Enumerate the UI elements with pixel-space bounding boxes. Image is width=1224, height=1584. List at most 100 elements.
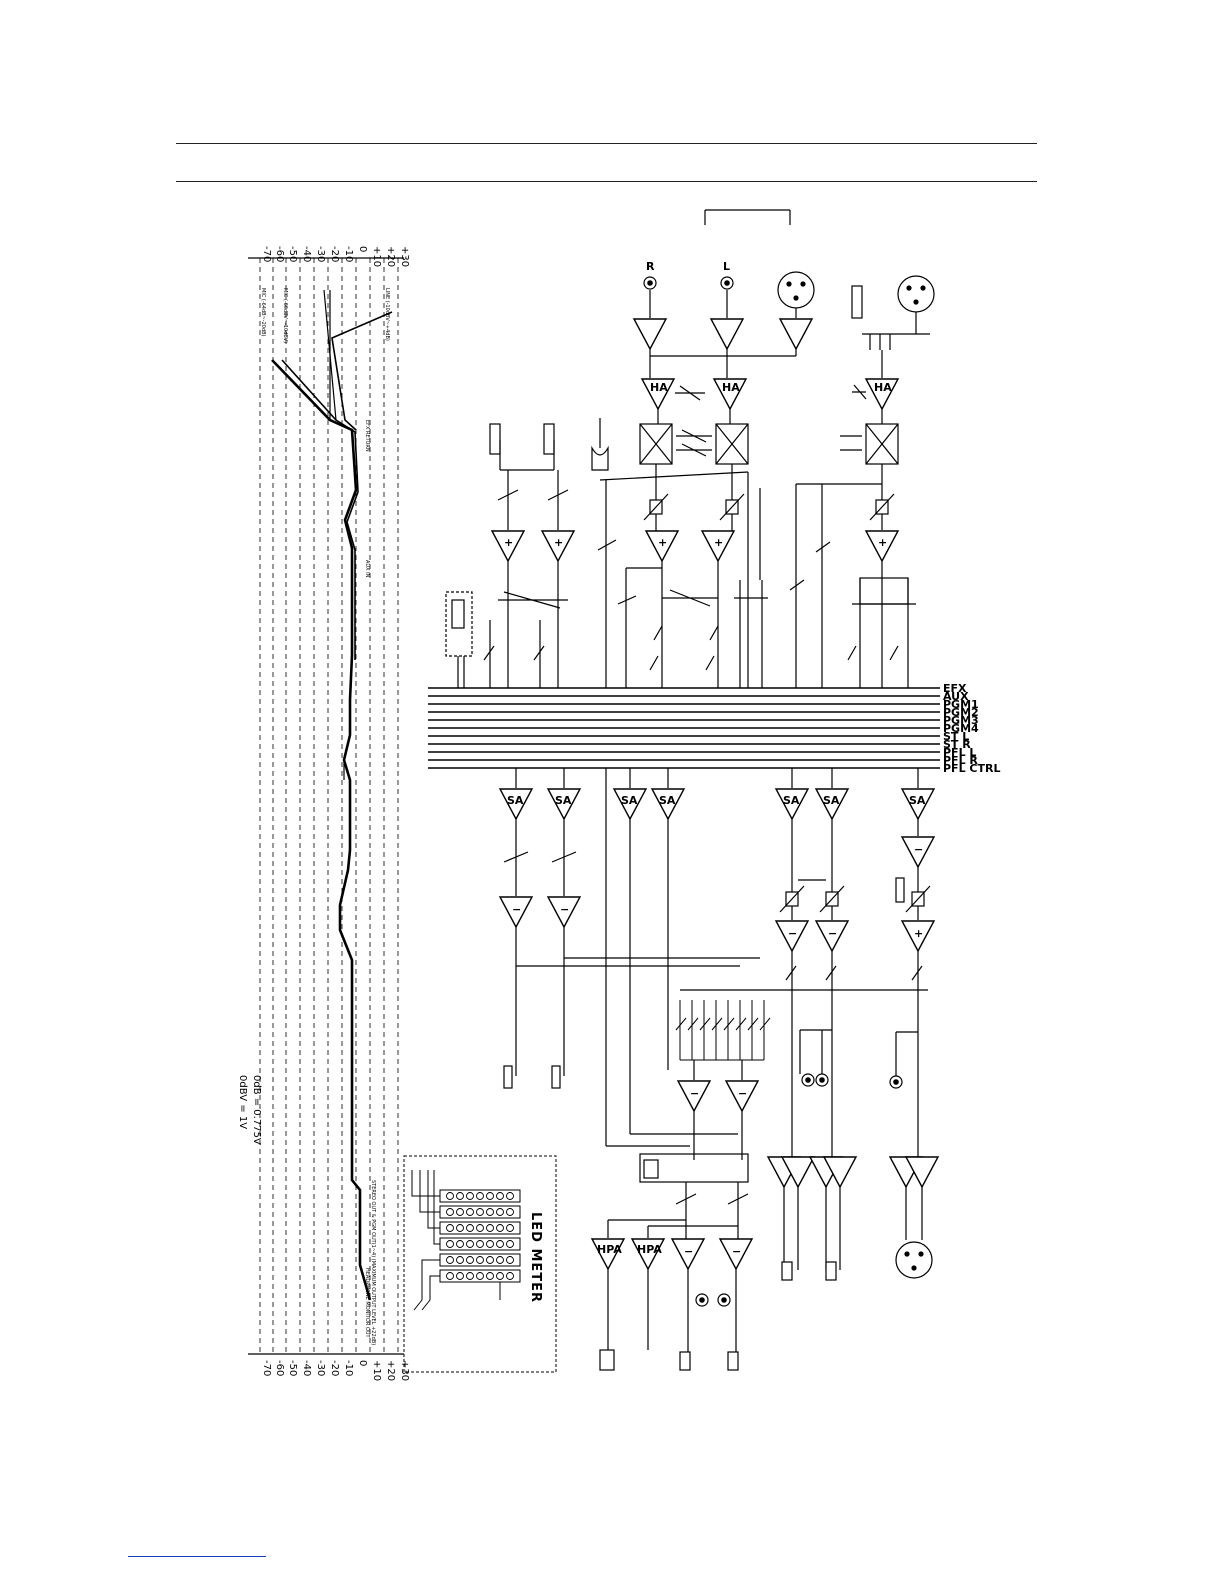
master-output-labels: − − − + [788,843,923,940]
tick-label: -70 [261,246,272,262]
bus-label-pfl-l: PFL L [943,746,976,759]
stereo-led-meter-r [815,1073,829,1087]
sa-label: SA [659,794,676,807]
reference-line-2: 0dBV = 1V [237,1075,248,1129]
monitor-relay [643,1159,659,1179]
tick-label: -40 [301,1360,312,1376]
sa-label: SA [909,794,926,807]
bus-label-pfl-ctrl: PFL CTRL [943,762,1000,775]
header-rule-top [176,143,1037,144]
bus-lines [428,687,940,769]
mono-input-labels: HA + [874,381,892,549]
tick-label: -30 [315,246,326,262]
bus-labels: EFX AUX PGM1 PGM2 PGM3 PGM4 ST L ST R PF… [943,682,1000,775]
tick-label: -50 [287,246,298,262]
return-labels: + + [504,536,563,549]
bus-label-pgm4: PGM4 [943,722,979,735]
mono-line-jack [851,285,863,319]
mono-led-meter [889,1075,903,1089]
mic-input-buffer-amp [779,318,813,350]
mono-insert-jack [895,877,905,903]
level-diagram: +30 +20 +10 0 -10 -20 -30 -40 -50 -60 -7… [237,246,410,1381]
monitor-out-jack-l [727,1351,739,1371]
r-ha-label: HA [650,381,668,394]
stereo-out-annotation: STEREO OUT & PGM OUT(1~4) (MAXIMUM OUTPU… [370,1180,376,1345]
hpa-label: HPA [597,1243,622,1256]
monitor-matrix [591,768,771,1371]
level-traces [271,289,393,1301]
tick-label: -20 [329,246,340,262]
efx-return-sign-1: + [504,536,513,549]
tick-label: -10 [343,1360,354,1376]
monitor-out-jack-r [679,1351,691,1371]
bus-label-efx: EFX [943,682,967,695]
aux-in-annotation: AUX IN [364,560,370,578]
led-meter-wiring [411,1170,501,1311]
tick-label: -40 [301,246,312,262]
efx-return-sign-2: + [554,536,563,549]
sa-label: SA [783,794,800,807]
l-ha-label: HA [722,381,740,394]
monitor-out-sign: − [732,1245,741,1258]
bus-label-pgm3: PGM3 [943,714,979,727]
l-input-jack [720,276,734,290]
tick-label: -50 [287,1360,298,1376]
stereo-input-labels: R L HA HA + + [646,260,740,549]
r-input-jack [643,276,657,290]
l-channel-label: L [723,260,730,273]
led-meter-panel: LED METER [403,1155,557,1373]
r-input-buffer-amp [633,318,667,350]
headphone-annotation: HEADPHONE MONITOR OUT [364,1268,370,1339]
tick-label: +20 [385,1360,396,1381]
tick-label: +20 [385,246,396,267]
stereo-out-sign: − [828,927,837,940]
aux-send-sign: − [560,903,569,916]
bus-label-pgm2: PGM2 [943,706,979,719]
efx-return-annotation: EFX RETURN [364,420,370,452]
efx-return-jack-2 [543,423,555,455]
bottom-scale-labels: +30 +20 +10 0 -10 -20 -30 -40 -50 -60 -7… [261,1360,410,1381]
footnote-rule [128,1556,266,1557]
mono-out-xlr-connector [895,1241,933,1279]
sa-label: SA [507,794,524,807]
mono-out-sign: + [914,927,923,940]
stereo-out-jack-r [825,1261,837,1281]
efx-return-jack-1 [489,423,501,455]
mono-ha-label: HA [874,381,892,394]
tick-label: 0 [357,246,368,252]
stereo-out-sign: − [788,927,797,940]
level-gridlines [259,258,399,1354]
send-output-labels: − − [512,903,569,916]
reference-line-1: 0dB = 0.775V [251,1075,262,1145]
monitor-led-meter-l [717,1293,731,1307]
tick-label: -70 [261,1360,272,1376]
monitor-amp-sign: − [738,1087,747,1100]
tick-label: -60 [274,1360,285,1376]
monitor-labels: − − HPA HPA − − [597,1087,747,1258]
efx-send-sign: − [512,903,521,916]
sa-label: SA [621,794,638,807]
l-sum-sign: + [714,536,723,549]
tick-label: +10 [371,246,382,267]
stereo-mic-xlr-connector [777,271,815,309]
stereo-out-jack-l [781,1261,793,1281]
tick-label: +30 [399,246,410,267]
led-segments [446,1192,514,1280]
tick-label: 0 [357,1360,368,1366]
stereo-led-meter-l [801,1073,815,1087]
tick-label: -10 [343,246,354,262]
bus-label-st-l: ST L [943,730,969,743]
bus-label-st-r: ST R [943,738,971,751]
master-outputs [680,819,939,1281]
line-level-annotation: LINE (-10dBV~+4dB) [384,288,390,341]
mono-buffer-sign: − [914,843,923,856]
l-input-buffer-amp [710,318,744,350]
mono-sum-sign: + [878,536,887,549]
summing-amps [499,768,935,820]
sa-label: SA [823,794,840,807]
efx-send-jack [503,1065,513,1089]
tick-label: +10 [371,1360,382,1381]
r-channel-label: R [646,260,655,273]
mic2-level-annotation: MIC (-64dB~-20dB) [260,288,266,337]
